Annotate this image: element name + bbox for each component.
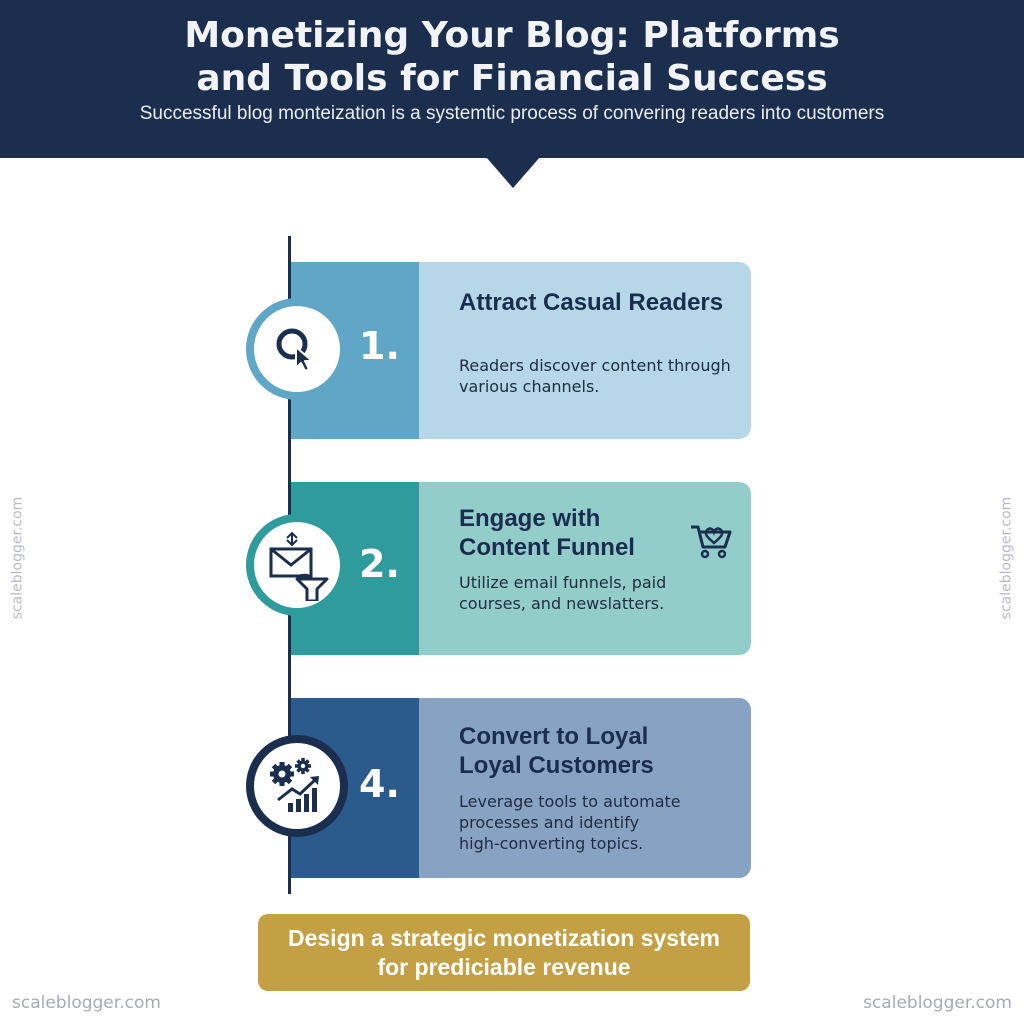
watermark-bottom-left: scaleblogger.com — [12, 993, 161, 1013]
step-number: 4. — [359, 762, 400, 806]
step-number: 2. — [359, 542, 400, 586]
description-line: Leverage tools to automate — [459, 792, 681, 811]
title-line: Content Funnel — [459, 534, 635, 561]
cta-banner: Design a strategic monetization system f… — [258, 914, 750, 991]
description-line: processes and identify — [459, 813, 640, 832]
step-title: Attract Casual Readers — [459, 289, 724, 316]
description-line: Readers discover content through — [459, 356, 731, 375]
step-2-side-icon — [689, 521, 733, 566]
description-line: high-converting topics. — [459, 834, 644, 853]
step-text-panel: Engage with Content Funnel Utilize email… — [419, 482, 751, 655]
title-line: Loyal Customers — [459, 752, 654, 779]
search-cursor-icon — [276, 328, 313, 372]
email-funnel-icon — [269, 531, 329, 601]
gears-growth-chart-icon — [270, 758, 319, 812]
title-line: Engage with — [459, 505, 601, 532]
description-line: various channels. — [459, 377, 600, 396]
description-line: Utilize email funnels, paid — [459, 573, 667, 592]
step-number-panel: 2. — [291, 482, 419, 655]
step-text-panel: Attract Casual Readers Readers discover … — [419, 262, 751, 439]
step-description: Utilize email funnels, paid courses, and… — [459, 572, 666, 614]
page-subtitle: Successful blog monteization is a system… — [139, 103, 885, 124]
watermark-side-left: scaleblogger.com — [9, 496, 26, 620]
cta-line-1: Design a strategic monetization system — [287, 925, 720, 951]
watermark-side-right: scaleblogger.com — [998, 496, 1015, 620]
step-number-panel: 4. — [291, 698, 419, 878]
step-3-icon-badge — [246, 735, 348, 837]
step-card-1: 1. Attract Casual Readers Readers discov… — [291, 262, 751, 439]
cta-line-2: for prediciable revenue — [377, 954, 631, 980]
step-number: 1. — [359, 324, 400, 368]
title-line-2: and Tools for Financial Success — [196, 58, 828, 99]
watermark-bottom-right: scaleblogger.com — [863, 993, 1012, 1013]
step-card-3: 4. Convert to Loyal Loyal Customers Leve… — [291, 698, 751, 878]
step-2-icon-badge — [246, 514, 348, 616]
step-title: Engage with Content Funnel — [459, 504, 635, 562]
step-title: Convert to Loyal Loyal Customers — [459, 722, 654, 780]
title-line: Convert to Loyal — [459, 723, 649, 750]
step-card-2: 2. Engage with Content Funnel Utilize em… — [291, 482, 751, 655]
header-pointer-arrow — [486, 157, 540, 188]
step-description: Leverage tools to automate processes and… — [459, 791, 681, 854]
shopping-cart-heart-icon — [691, 525, 732, 559]
step-description: Readers discover content through various… — [459, 355, 731, 397]
title-line-1: Monetizing Your Blog: Platforms — [184, 15, 840, 56]
page-title: Monetizing Your Blog: Platforms and Tool… — [0, 14, 1024, 100]
step-text-panel: Convert to Loyal Loyal Customers Leverag… — [419, 698, 751, 878]
description-line: courses, and newslatters. — [459, 594, 665, 613]
step-1-icon-badge — [246, 298, 348, 400]
header-banner: Monetizing Your Blog: Platforms and Tool… — [0, 0, 1024, 158]
